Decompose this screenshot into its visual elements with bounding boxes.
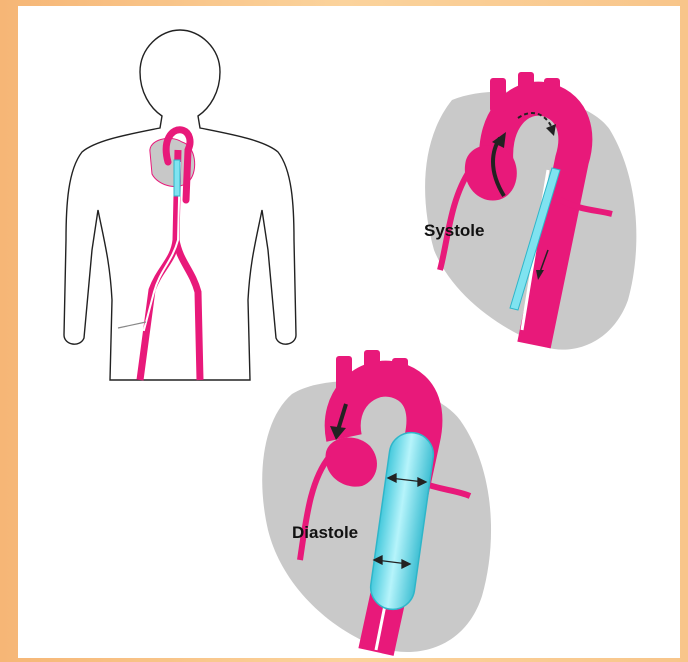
body-balloon (174, 160, 180, 196)
systole-branch-2 (518, 72, 534, 106)
diastole-branch-1 (336, 356, 352, 392)
diastole-heart: Diastole (262, 350, 491, 652)
body-figure (64, 30, 296, 380)
diastole-branch-2 (364, 350, 380, 386)
diastole-label: Diastole (292, 523, 358, 542)
diastole-branch-3 (392, 358, 408, 394)
systole-heart: Systole (424, 72, 636, 350)
systole-branch-3 (544, 78, 560, 112)
systole-label: Systole (424, 221, 484, 240)
systole-branch-1 (490, 78, 506, 112)
